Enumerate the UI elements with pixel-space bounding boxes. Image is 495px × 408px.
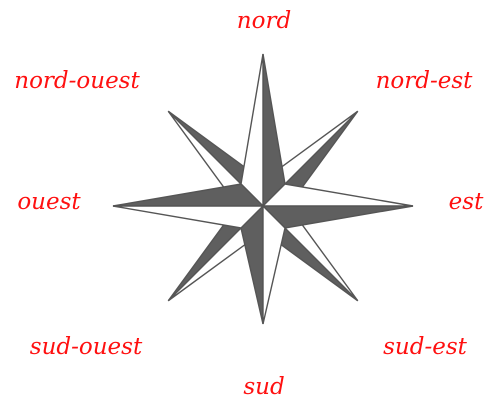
star-point-e-light <box>263 184 413 206</box>
label-southeast: sud-est <box>383 334 468 360</box>
label-west: ouest <box>17 189 81 215</box>
star-point-w-light <box>113 206 263 228</box>
label-north: nord <box>237 8 291 34</box>
label-northeast: nord-est <box>376 68 474 94</box>
label-southwest: sud-ouest <box>30 334 143 360</box>
label-northwest: nord-ouest <box>14 68 140 94</box>
label-south: sud <box>243 374 284 400</box>
star-cardinal-points <box>113 54 413 324</box>
star-point-e <box>263 206 413 228</box>
star-point-n <box>263 54 285 206</box>
star-point-n-light <box>241 54 263 206</box>
label-east: est <box>449 189 484 215</box>
star-point-w <box>113 184 263 206</box>
